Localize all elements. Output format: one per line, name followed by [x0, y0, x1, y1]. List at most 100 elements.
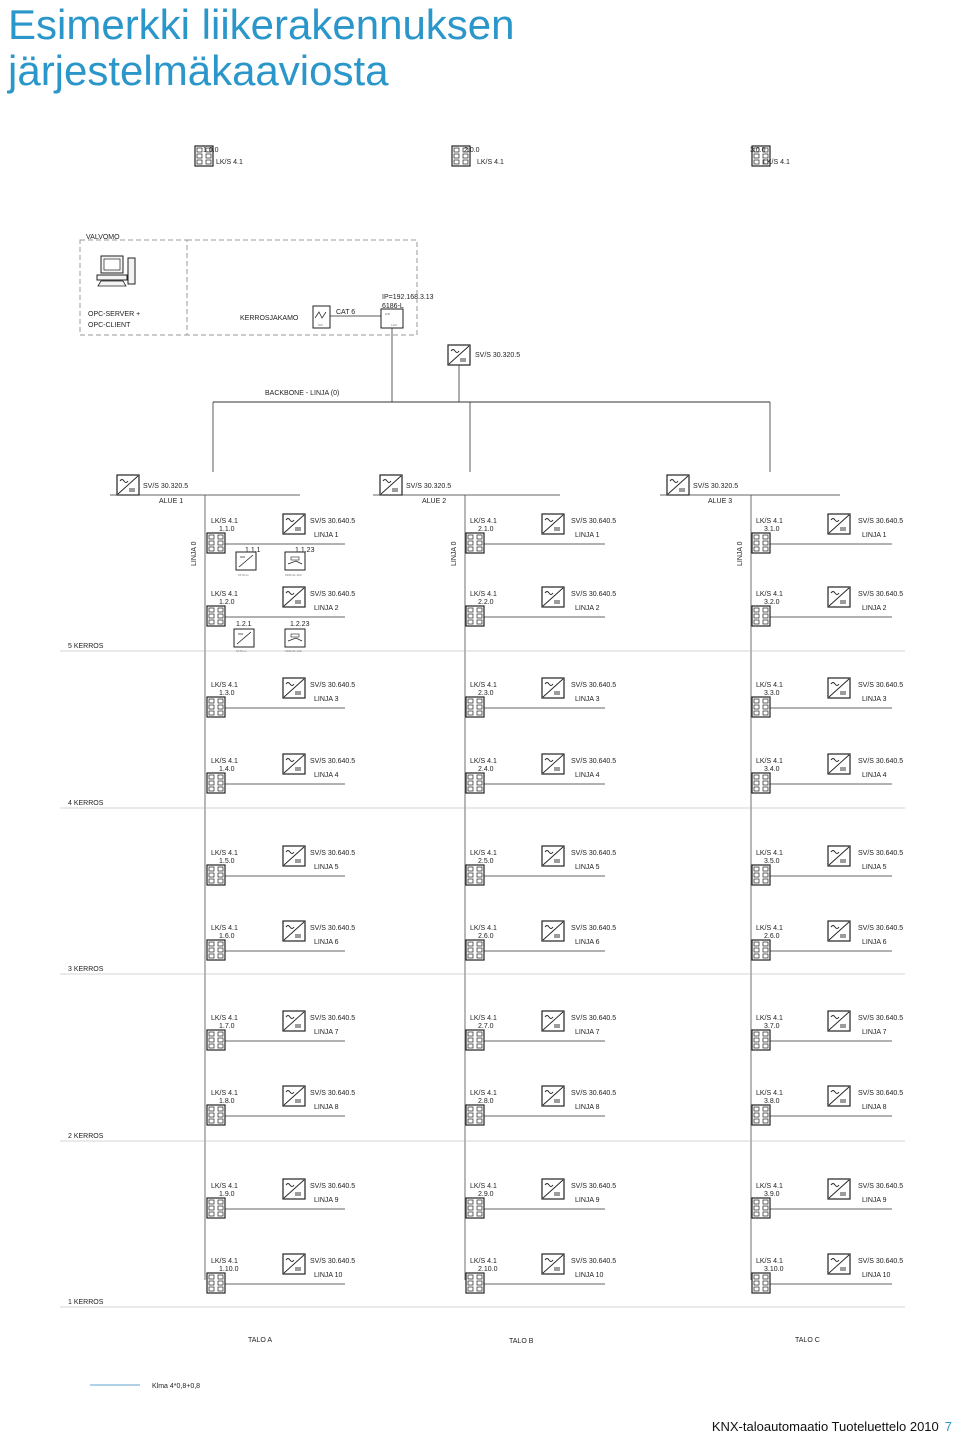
line-coupler-address: 2.4.0 — [478, 766, 494, 773]
line-supply-icon — [282, 920, 306, 942]
line-label: LINJA 3 — [575, 696, 600, 703]
line-coupler-icon — [206, 1104, 226, 1126]
area-supply-label: SV/S 30.320.5 — [693, 483, 738, 490]
line-supply-icon — [827, 1178, 851, 1200]
line-coupler-type: LK/S 4.1 — [470, 758, 497, 765]
line-supply-icon — [282, 586, 306, 608]
line-supply-type: SV/S 30.640.5 — [571, 850, 616, 857]
line-supply-type: SV/S 30.640.5 — [858, 758, 903, 765]
line-coupler-type: LK/S 4.1 — [470, 925, 497, 932]
backbone-label: BACKBONE - LINJA (0) — [265, 390, 339, 397]
line-supply-type: SV/S 30.640.5 — [858, 591, 903, 598]
line-label: LINJA 6 — [575, 939, 600, 946]
line-label: LINJA 6 — [314, 939, 339, 946]
line-supply-type: SV/S 30.640.5 — [571, 1258, 616, 1265]
line-label: LINJA 9 — [575, 1197, 600, 1204]
line-coupler-type: LK/S 4.1 — [470, 1183, 497, 1190]
line-supply-type: SV/S 30.640.5 — [858, 1090, 903, 1097]
line-label: LINJA 8 — [314, 1104, 339, 1111]
line-coupler-address: 1.8.0 — [219, 1098, 235, 1105]
line-coupler-type: LK/S 4.1 — [211, 1258, 238, 1265]
line-label: LINJA 5 — [314, 864, 339, 871]
line-coupler-type: LK/S 4.1 — [756, 1183, 783, 1190]
line-coupler-icon — [206, 939, 226, 961]
line-supply-type: SV/S 30.640.5 — [858, 1015, 903, 1022]
floor-label-5: 5 KERROS — [68, 643, 104, 650]
line-coupler-type: LK/S 4.1 — [211, 758, 238, 765]
line-supply-icon — [827, 1010, 851, 1032]
line-coupler-type: LK/S 4.1 — [211, 850, 238, 857]
line-coupler-icon — [465, 1104, 485, 1126]
line-supply-type: SV/S 30.640.5 — [571, 518, 616, 525]
line-coupler-icon — [206, 772, 226, 794]
line-coupler-address: 1.9.0 — [219, 1191, 235, 1198]
line-coupler-type: LK/S 4.1 — [211, 591, 238, 598]
line-coupler-icon — [751, 1029, 771, 1051]
legend: Klma 4*0,8+0,8 — [90, 1383, 200, 1390]
line-supply-type: SV/S 30.640.5 — [310, 758, 355, 765]
page-number: 7 — [944, 1419, 952, 1434]
device-address: 1.2.1 — [236, 621, 252, 628]
area-coupler-type: LK/S 4.1 — [763, 159, 790, 166]
line-coupler-icon — [465, 939, 485, 961]
area-supply-icon — [379, 474, 403, 496]
line-coupler-type: LK/S 4.1 — [211, 925, 238, 932]
floor-label-2: 2 KERROS — [68, 1133, 104, 1140]
line-coupler-address: 1.10.0 — [219, 1266, 239, 1273]
ip-router-icon: EIB LAN — [380, 308, 404, 329]
area-coupler-address: 2.0.0 — [464, 147, 480, 154]
line-supply-type: SV/S 30.640.5 — [310, 518, 355, 525]
area-coupler-type: LK/S 4.1 — [477, 159, 504, 166]
backbone-supply-label: SV/S 30.320.5 — [475, 352, 520, 359]
building-label-c: TALO C — [795, 1337, 820, 1344]
line-coupler-address: 1.6.0 — [219, 933, 235, 940]
line0-label: LINJA 0 — [451, 541, 458, 566]
line-supply-type: SV/S 30.640.5 — [858, 850, 903, 857]
line-label: LINJA 3 — [862, 696, 887, 703]
line-label: LINJA 2 — [314, 605, 339, 612]
line-coupler-type: LK/S 4.1 — [756, 1090, 783, 1097]
line-label: LINJA 7 — [862, 1029, 887, 1036]
device-address: 1.1.23 — [295, 547, 315, 554]
device-address: 1.1.1 — [245, 547, 261, 554]
building-labels: TALO A TALO B TALO C — [248, 1337, 820, 1345]
line-supply-type: SV/S 30.640.5 — [571, 591, 616, 598]
area-coupler-address: 3.0.0 — [750, 147, 766, 154]
cable-label: CAT 6 — [336, 309, 355, 316]
line0-label: LINJA 0 — [737, 541, 744, 566]
line-label: LINJA 7 — [314, 1029, 339, 1036]
line0-label: LINJA 0 — [191, 541, 198, 566]
area-c: 3.0.0 LK/S 4.1 SV/S 30.320.5 ALUE 3 LINJ… — [660, 145, 840, 566]
line-coupler-address: 1.4.0 — [219, 766, 235, 773]
line-supply-type: SV/S 30.640.5 — [571, 758, 616, 765]
line-coupler-icon — [206, 864, 226, 886]
line-label: LINJA 1 — [314, 532, 339, 539]
line-label: LINJA 1 — [575, 532, 600, 539]
line-supply-type: SV/S 30.640.5 — [571, 1015, 616, 1022]
line-coupler-type: LK/S 4.1 — [756, 925, 783, 932]
device-switch-icon — [284, 551, 306, 571]
line2-devices: 1.2.1 1.2.23 6179-xx 6181/11-102 — [233, 621, 310, 653]
line-coupler-address: 2.7.0 — [478, 1023, 494, 1030]
area-coupler-address: 1.0.0 — [203, 147, 219, 154]
legend-cable-label: Klma 4*0,8+0,8 — [152, 1383, 200, 1390]
line-label: LINJA 7 — [575, 1029, 600, 1036]
line-coupler-address: 2.6.0 — [764, 933, 780, 940]
line-supply-icon — [827, 1253, 851, 1275]
line-supply-type: SV/S 30.640.5 — [310, 925, 355, 932]
floor-closet-box — [186, 239, 418, 336]
line-supply-type: SV/S 30.640.5 — [858, 925, 903, 932]
line-label: LINJA 1 — [862, 532, 887, 539]
line-coupler-icon — [751, 939, 771, 961]
backbone-supply-icon — [447, 344, 471, 366]
